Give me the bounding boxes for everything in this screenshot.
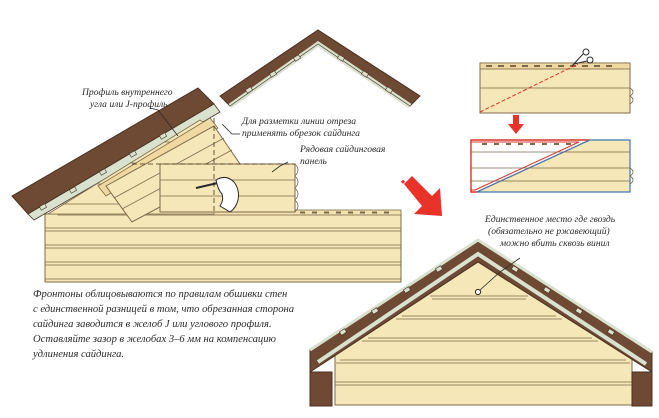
marking-tip-label: Для разметки линии отреза применять обре…: [241, 116, 360, 139]
ridge-roof: [219, 29, 421, 109]
leader-lines: [149, 107, 521, 291]
nail-icon: [474, 288, 482, 296]
left-roof-slope: [11, 87, 221, 221]
down-arrow-icon: [508, 115, 524, 134]
finished-gable: [309, 238, 653, 407]
big-arrow-icon: [400, 176, 442, 216]
description-line: Фронтоны облицовываются по правилам обши…: [33, 289, 288, 300]
cut-panel: [479, 62, 634, 114]
description-line: с единственной разницей в том, что обрез…: [33, 304, 295, 315]
hand-pencil-icon: [195, 176, 239, 213]
description-paragraph: Фронтоны облицовываются по правилам обши…: [33, 287, 333, 362]
row-panel-label: Рядовая сайдинговая панель: [299, 144, 388, 167]
description-line: удлинения сайдинга.: [33, 349, 125, 360]
description-line: Оставляйте зазор в желобах 3–6 мм на ком…: [33, 334, 276, 345]
nail-note-label: Единственное место где гвоздь (обязатель…: [484, 214, 618, 249]
cut-result-panel: [470, 139, 634, 193]
description-line: сайдинга заводится в желоб J или угловог…: [33, 319, 272, 330]
left-wall: [44, 209, 402, 283]
corner-profile-label: Профиль внутреннего угла или J-профиль: [81, 87, 175, 110]
scissors-icon: [571, 48, 594, 67]
